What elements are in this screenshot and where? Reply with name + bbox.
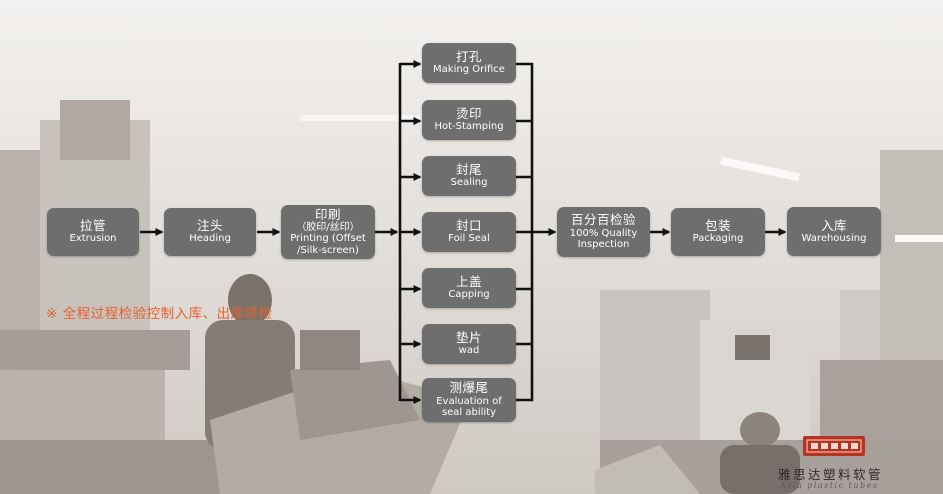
node-label-zh: 包装 xyxy=(704,218,731,234)
node-extrusion: 拉管 Extrusion xyxy=(47,208,139,256)
process-note: ※ 全程过程检验控制入库、出库终检 xyxy=(46,306,273,322)
node-heading: 注头 Heading xyxy=(164,208,256,256)
node-label-en: Evaluation of xyxy=(436,395,502,407)
node-label-zh: 拉管 xyxy=(79,218,106,234)
node-label-en: Making Orifice xyxy=(433,64,505,76)
node-label-en-2: /Silk-screen) xyxy=(297,244,359,256)
node-foil-seal: 封口 Foil Seal xyxy=(422,212,516,252)
node-label-zh: 印刷 xyxy=(314,206,341,222)
node-label-en: Capping xyxy=(448,289,490,301)
node-warehousing: 入库 Warehousing xyxy=(787,207,881,256)
node-quality-inspection: 百分百检验 100% Quality Inspection xyxy=(557,207,650,257)
node-label-sub: （胶印/丝印） xyxy=(296,221,360,233)
node-label-en: Foil Seal xyxy=(448,233,490,245)
node-label-en: Hot-Stamping xyxy=(434,121,504,133)
node-label-en: Packaging xyxy=(692,233,744,245)
node-evaluation-seal: 测爆尾 Evaluation of seal ability xyxy=(422,378,516,422)
node-wad: 垫片 wad xyxy=(422,324,516,364)
node-capping: 上盖 Capping xyxy=(422,268,516,308)
node-label-en: Sealing xyxy=(450,177,488,189)
node-label-zh: 上盖 xyxy=(455,274,482,290)
node-label-zh: 入库 xyxy=(820,217,847,233)
node-label-en: 100% Quality xyxy=(569,227,638,239)
node-label-en: wad xyxy=(458,345,480,357)
brand-name-cn: 雅思达塑料软管 xyxy=(778,467,884,482)
node-label-zh: 注头 xyxy=(196,218,223,234)
node-label-zh: 百分百检验 xyxy=(570,212,636,228)
brand-name-en: Asia plastic tubes xyxy=(780,481,879,490)
node-hot-stamping: 烫印 Hot-Stamping xyxy=(422,100,516,140)
node-printing: 印刷 （胶印/丝印） Printing (Offset /Silk-screen… xyxy=(281,205,375,259)
node-label-zh: 打孔 xyxy=(455,49,482,65)
node-label-zh: 测爆尾 xyxy=(449,380,489,396)
node-label-en: Printing (Offset xyxy=(290,233,366,245)
node-label-en: Extrusion xyxy=(69,233,117,245)
brand-logo-seal xyxy=(803,436,865,456)
node-label-en: Heading xyxy=(189,233,231,245)
node-label-zh: 烫印 xyxy=(455,106,482,122)
node-label-en-2: Inspection xyxy=(577,239,630,251)
node-sealing: 封尾 Sealing xyxy=(422,156,516,196)
node-label-zh: 封口 xyxy=(455,218,482,234)
node-making-orifice: 打孔 Making Orifice xyxy=(422,43,516,83)
node-label-zh: 垫片 xyxy=(455,330,482,346)
node-label-en: Warehousing xyxy=(801,232,867,244)
node-label-en-2: seal ability xyxy=(441,407,497,419)
node-label-zh: 封尾 xyxy=(455,162,482,178)
node-packaging: 包装 Packaging xyxy=(671,208,765,256)
